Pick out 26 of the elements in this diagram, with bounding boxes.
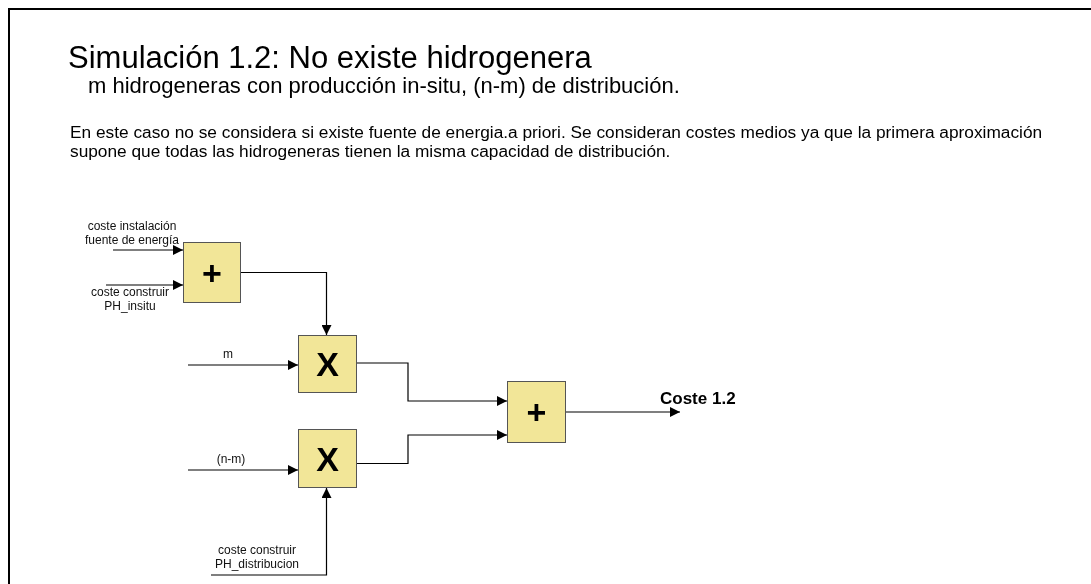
arrow xyxy=(187,465,299,475)
operator-block xyxy=(298,429,357,488)
arrow xyxy=(105,280,184,290)
input-label: m xyxy=(188,347,268,365)
title: Simulación 1.2: No existe hidrogenera xyxy=(68,40,592,76)
operator-block xyxy=(183,242,241,303)
arrow xyxy=(240,271,332,336)
operator-block xyxy=(507,381,566,443)
operator-block xyxy=(298,335,357,393)
input-label: coste instalación fuente de energía xyxy=(80,219,184,250)
arrow xyxy=(210,487,332,576)
input-label: coste construir PH_distribucion xyxy=(208,543,306,575)
arrow xyxy=(112,245,184,255)
operator-symbol: + xyxy=(526,395,547,429)
arrow xyxy=(356,362,508,406)
arrow xyxy=(356,430,508,465)
arrow xyxy=(565,407,681,417)
subtitle: m hidrogeneras con producción in-situ, (n-m) de distribución. xyxy=(88,74,681,99)
operator-symbol: + xyxy=(202,255,222,290)
operator-symbol: X xyxy=(316,441,339,476)
operator-symbol: X xyxy=(316,347,339,381)
arrow xyxy=(187,360,299,370)
input-label: (n-m) xyxy=(188,452,274,470)
input-label: coste construir PH_insitu xyxy=(80,285,180,316)
output-label: Coste 1.2 xyxy=(660,389,752,412)
description-paragraph: En este caso no se considera si existe fuente de energia.a priori. Se consideran costes medios ya que la primera aproximación supone que todas las hidrogeneras tienen la misma capacidad de distribución. xyxy=(70,123,1044,162)
